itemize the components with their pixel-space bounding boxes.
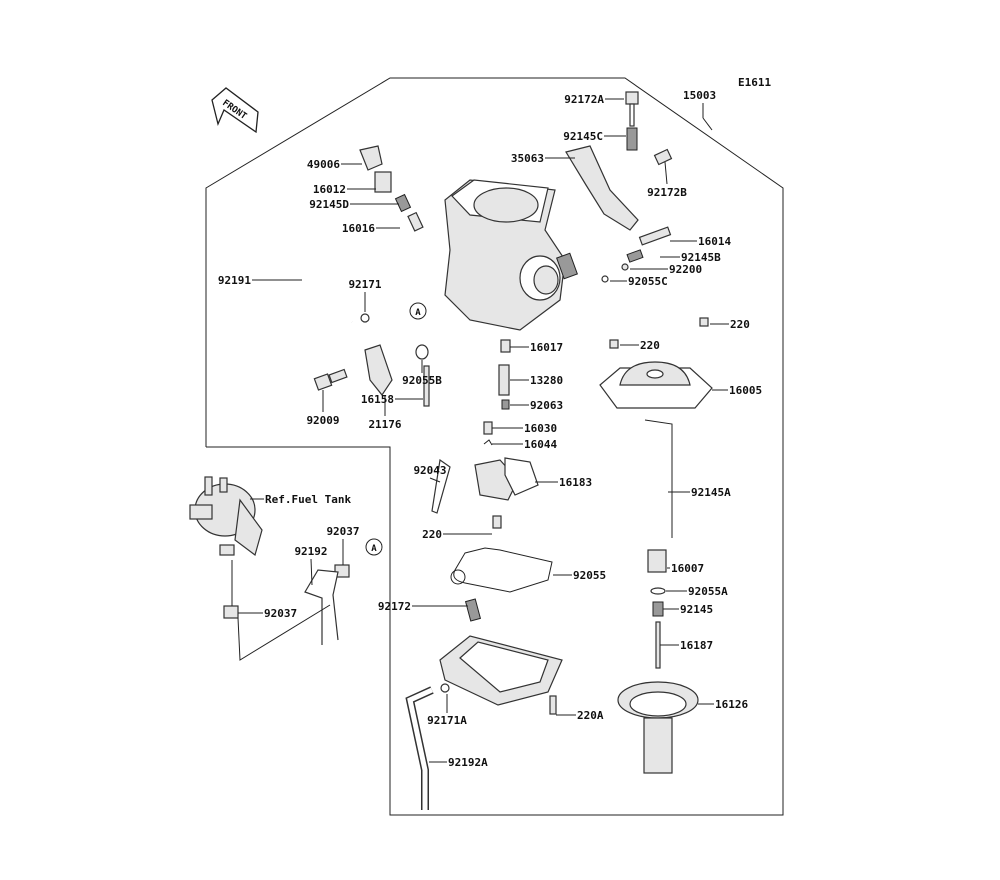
part-label: 92145D: [309, 198, 349, 211]
part-label: 220A: [577, 709, 604, 722]
part-label: 92055C: [628, 275, 668, 288]
jet-parts: [483, 339, 511, 446]
part-label: Ref.Fuel Tank: [265, 493, 351, 506]
float-bowl: [405, 457, 563, 810]
part-label: 92063: [530, 399, 563, 412]
leader-line: [310, 558, 313, 586]
svg-text:A: A: [415, 308, 421, 318]
part-label: 92171A: [427, 714, 467, 727]
diaphragm-cover: [599, 317, 713, 409]
part-label: 92191: [218, 274, 251, 287]
part-label: 35063: [511, 152, 544, 165]
part-label: 92145A: [691, 486, 731, 499]
part-label: 92145B: [681, 251, 721, 264]
part-label: 92171: [348, 278, 381, 291]
ref-circle-a-top: A: [409, 302, 427, 320]
part-label: 92037: [264, 607, 297, 620]
fuel-tap: [189, 476, 350, 661]
lower-right-parts: [617, 549, 699, 774]
svg-text:A: A: [371, 544, 377, 554]
part-label: 92055A: [688, 585, 728, 598]
part-label: 16012: [313, 183, 346, 196]
part-label: 13280: [530, 374, 563, 387]
top-parts: [359, 91, 673, 283]
part-label: 49006: [307, 158, 340, 171]
part-label: 220: [730, 318, 750, 331]
part-label: 16005: [729, 384, 762, 397]
part-label: 92145: [680, 603, 713, 616]
part-label: 92172A: [564, 93, 604, 106]
part-label: 92192A: [448, 756, 488, 769]
part-label: 220: [640, 339, 660, 352]
part-label: 21176: [368, 418, 401, 431]
carburetor-body: [444, 179, 578, 331]
part-label: 16016: [342, 222, 375, 235]
part-label: 16126: [715, 698, 748, 711]
assembly-outline: [205, 77, 784, 816]
spring: [644, 419, 673, 538]
part-label: 16030: [524, 422, 557, 435]
part-label: 92145C: [563, 130, 603, 143]
part-label: 92009: [306, 414, 339, 427]
part-label: 92172: [378, 600, 411, 613]
leader-line: [429, 477, 441, 483]
part-label: 16014: [698, 235, 731, 248]
part-label: 15003: [683, 89, 716, 102]
part-label: 92037: [326, 525, 359, 538]
part-label: 92055B: [402, 374, 442, 387]
part-label: 92192: [294, 545, 327, 558]
part-label: 92055: [573, 569, 606, 582]
part-label: 220: [422, 528, 442, 541]
leader-lines: [238, 98, 729, 763]
part-label: 92200: [669, 263, 702, 276]
diagram-code: E1611: [738, 76, 771, 89]
part-labels: 92172A92145C3506392172B490061601292145D1…: [218, 89, 762, 769]
part-label: 16183: [559, 476, 592, 489]
part-label: 16044: [524, 438, 557, 451]
front-arrow-icon: FRONT: [211, 87, 259, 134]
part-label: 16017: [530, 341, 563, 354]
ref-circle-a-bottom: A: [365, 538, 383, 556]
left-parts: [302, 235, 430, 407]
part-label: 92172B: [647, 186, 687, 199]
part-label: 92043: [413, 464, 446, 477]
part-label: 16158: [361, 393, 394, 406]
part-label: 16007: [671, 562, 704, 575]
part-label: 16187: [680, 639, 713, 652]
leader-line: [664, 161, 668, 185]
